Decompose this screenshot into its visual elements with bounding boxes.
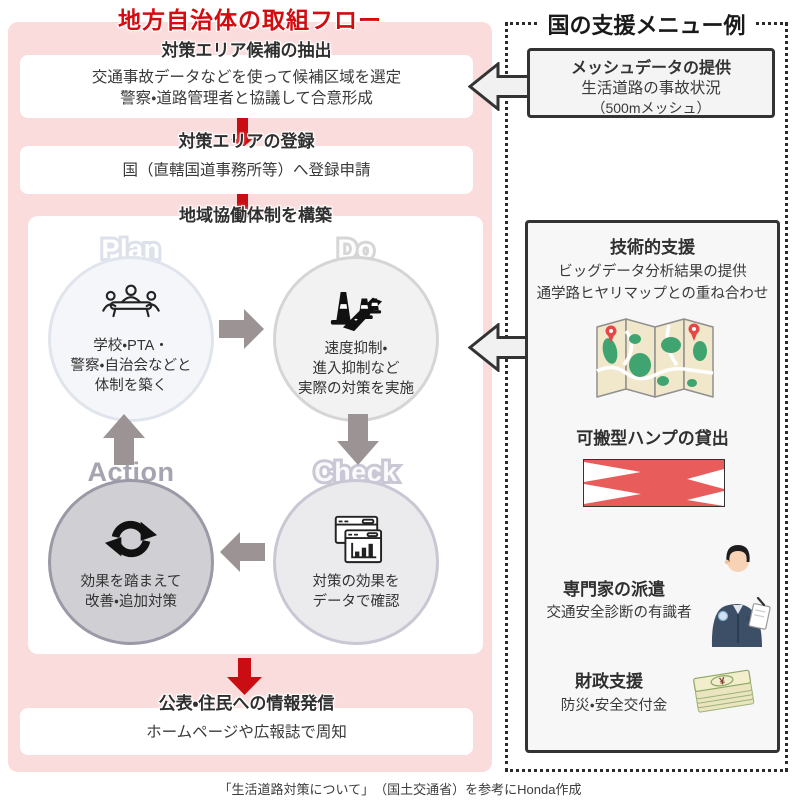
step1-heading: 対策エリア候補の抽出 [161,41,332,60]
arrow-plan-to-do [219,309,264,349]
action-line: 改善・追加対策 [85,594,177,610]
do-line: 実際の対策を実施 [298,381,414,397]
mesh-line: （500mメッシュ） [591,100,711,116]
meeting-people-icon [102,284,160,318]
finance-heading: 財政支援 [575,672,643,691]
red-connector-bar [237,118,248,140]
step2-heading: 対策エリアの登録 [178,132,315,151]
hump-heading: 可搬型ハンプの貸出 [576,429,729,448]
pdca-plan-circle: 学校・PTA・ 警察・自治会などと 体制を築く [48,256,214,422]
tech-line: 通学路ヒヤリマップとの重ね合わせ [536,286,769,302]
cycle-arrows-icon [104,520,158,558]
check-line: データで確認 [312,594,400,610]
folded-map-icon [596,318,714,398]
do-line: 速度抑制・ [324,341,388,357]
publish-line: ホームページや広報誌で周知 [146,724,347,741]
tech-line: ビッグデータ分析結果の提供 [558,264,747,280]
portable-hump-image [583,459,725,507]
publish-heading: 公表・住民への情報発信 [158,694,335,713]
pdca-heading: 地域協働体制を構築 [179,206,332,225]
step-candidate-extraction: 対策エリア候補の抽出 交通事故データなどを使って候補区域を選定 警察・道路管理者… [20,41,473,118]
mesh-line: 生活道路の事故状況 [581,80,721,97]
plan-line: 警察・自治会などと [70,358,192,374]
data-windows-icon [334,515,383,564]
money-stack-icon: ¥ [693,669,755,713]
step-publish-info: 公表・住民への情報発信 ホームページや広報誌で周知 [20,694,473,755]
check-line: 対策の効果を [312,574,400,590]
police-officer-icon [711,545,771,647]
right-panel-title: 国の支援メニュー例 [505,8,788,40]
mesh-heading: メッシュデータの提供 [570,60,731,77]
expert-line: 交通安全診断の有識者 [546,605,692,621]
tech-heading: 技術的支援 [610,238,695,257]
arrow-action-to-plan [103,414,145,465]
red-connector-arrowhead [231,213,253,222]
svg-text:¥: ¥ [719,676,727,688]
arrow-do-to-check [337,414,379,465]
step-area-registration: 対策エリアの登録 国（直轄国道事務所等）へ登録申請 [20,132,473,194]
expert-heading: 専門家の派遣 [563,580,665,599]
step2-line: 国（直轄国道事務所等）へ登録申請 [122,162,371,179]
mesh-data-box: メッシュデータの提供 生活道路の事故状況 （500mメッシュ） [527,48,775,118]
plan-line: 学校・PTA・ [93,338,169,354]
step1-line: 警察・道路管理者と協議して合意形成 [120,90,373,107]
action-line: 効果を踏まえて [80,574,182,590]
support-menu-box: 技術的支援 ビッグデータ分析結果の提供 通学路ヒヤリマップとの重ね合わせ [525,220,780,753]
do-line: 進入抑制など [312,361,400,377]
plan-line: 体制を築く [94,378,168,394]
red-connector-arrowhead [231,139,253,148]
pdca-check-circle: 対策の効果を データで確認 [273,479,439,645]
map-pin [605,323,700,343]
arrow-check-to-action [220,532,265,572]
source-credit: 「生活道路対策について」 （国土交通省）を参考にHonda作成 [218,782,582,797]
pdca-do-circle: 速度抑制・ 進入抑制など 実際の対策を実施 [273,256,439,422]
red-connector-bar [237,194,248,214]
finance-line: 防災・安全交付金 [560,698,668,714]
step1-line: 交通事故データなどを使って候補区域を選定 [91,69,402,86]
left-panel-title: 地方自治体の取組フロー [118,7,382,33]
red-down-arrow [227,658,262,695]
traffic-cones-icon [330,292,383,332]
pdca-action-circle: 効果を踏まえて 改善・追加対策 [48,479,214,645]
